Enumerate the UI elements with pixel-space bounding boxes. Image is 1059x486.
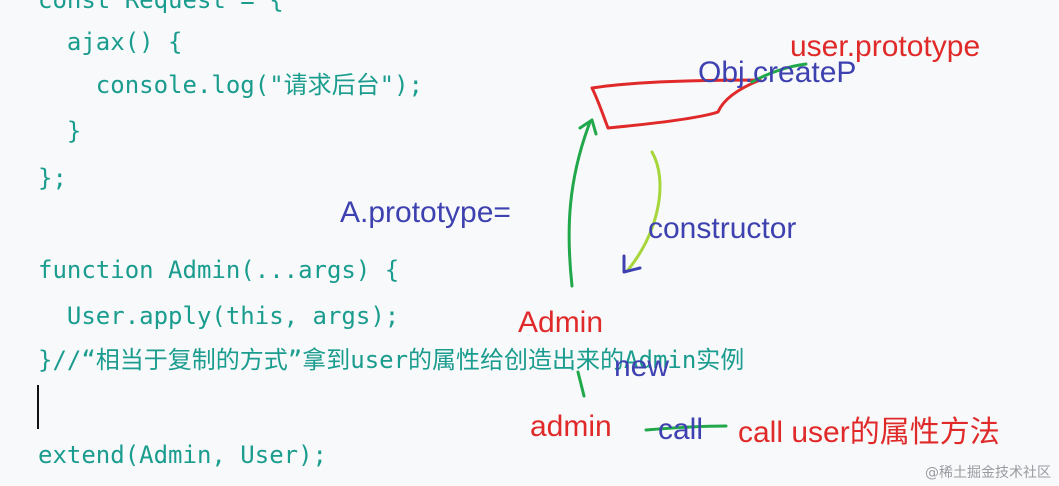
annotation-new: new <box>614 350 670 383</box>
watermark: @稀土掘金技术社区 <box>925 465 1051 481</box>
annotation-user-prototype: user.prototype <box>790 30 981 63</box>
green-call-stroke <box>644 424 728 432</box>
code-line-9: }//“相当于复制的方式”拿到user的属性给创造出来的Admin实例 <box>38 346 745 374</box>
green-link-stroke <box>750 62 808 84</box>
code-line-11: extend(Admin, User); <box>38 441 327 469</box>
annotation-admin-class: Admin <box>518 306 604 339</box>
green-new-stroke <box>576 370 586 398</box>
annotation-a-prototype: A.prototype= <box>340 196 511 229</box>
annotation-admin-instance: admin <box>530 410 612 443</box>
lime-arrow-down <box>626 150 662 272</box>
code-line-4: } <box>38 117 82 145</box>
code-line-7: function Admin(...args) { <box>38 256 400 284</box>
annotation-call: call <box>658 413 704 446</box>
code-line-8: User.apply(this, args); <box>38 302 400 330</box>
annotation-obj-create: Obj.createP <box>698 56 857 89</box>
annotation-constructor: constructor <box>648 212 797 245</box>
code-line-3: console.log("请求后台"); <box>38 71 423 99</box>
green-arrow-up-head <box>578 118 598 136</box>
code-line-1: const Request = { <box>38 0 284 14</box>
code-line-2: ajax() { <box>38 28 183 56</box>
red-prototype-box <box>590 78 762 130</box>
green-arrow-up <box>567 120 592 288</box>
annotation-call-user-methods: call user的属性方法 <box>738 416 1000 449</box>
lime-arrow-down-head <box>622 254 642 274</box>
text-cursor <box>37 385 39 429</box>
code-line-5: }; <box>38 164 67 192</box>
